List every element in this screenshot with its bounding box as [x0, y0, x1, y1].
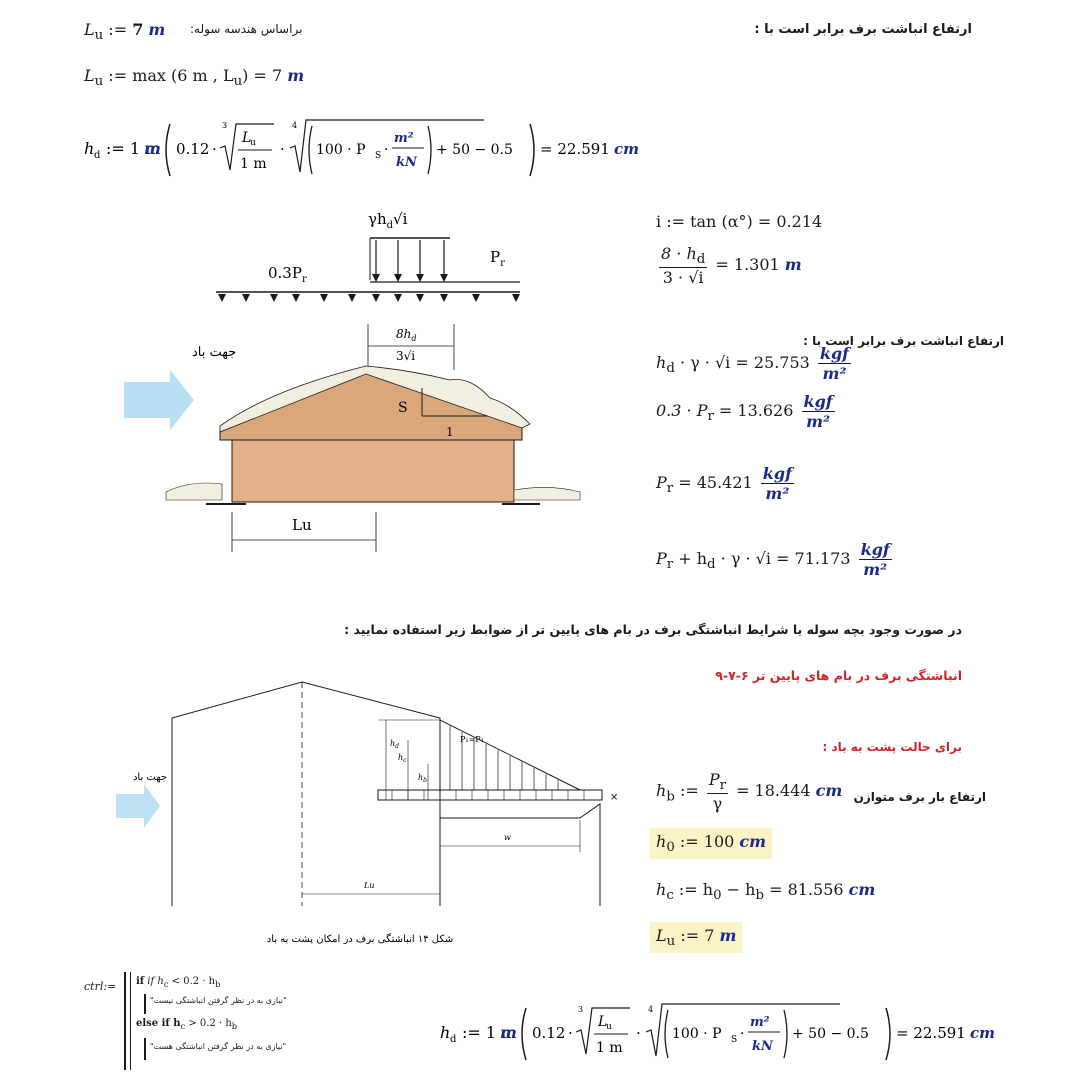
- svg-text:kN: kN: [396, 155, 418, 170]
- svg-text:S: S: [731, 1035, 737, 1045]
- lu-note: براساس هندسه سوله:: [190, 22, 303, 36]
- hb-note: ارتفاع بار برف متوازن: [853, 790, 986, 804]
- svg-text:hb: hb: [418, 773, 427, 784]
- svg-text:h: h: [440, 1023, 450, 1042]
- svg-text:u: u: [250, 138, 256, 148]
- svg-text:0.12: 0.12: [176, 140, 209, 158]
- svg-text:= 22.591: = 22.591: [540, 140, 610, 158]
- svg-text:4: 4: [292, 121, 297, 130]
- hd-formula-bottom: h d := 1 m m 0.12 · 3 L u 1 m · 4 100 · …: [440, 1000, 1000, 1070]
- hd-lhs: h: [84, 139, 94, 158]
- svg-text:1: 1: [446, 425, 454, 439]
- svg-text::= 1 m: := 1 m: [106, 139, 160, 158]
- svg-text:4: 4: [648, 1005, 653, 1014]
- svg-text:+ 50 − 0.5: + 50 − 0.5: [436, 142, 513, 158]
- right-heading: ارتفاع انباشت برف برابر است با :: [754, 22, 972, 37]
- wind-label: جهت باد: [192, 345, 236, 360]
- svg-text:m: m: [500, 1023, 517, 1042]
- svg-text:100 · P: 100 · P: [316, 142, 366, 158]
- svg-text:جهت باد: جهت باد: [133, 772, 167, 783]
- svg-text:×: ×: [610, 792, 618, 803]
- lu-definition-2: Lu := 7 m: [650, 922, 743, 954]
- svg-text:3: 3: [578, 1005, 583, 1014]
- ctrl-program: ctrl:= if if hc < 0.2 · hb "نیازی به در …: [84, 972, 374, 1072]
- svg-text:·: ·: [740, 1026, 744, 1042]
- svg-text:kN: kN: [752, 1039, 774, 1054]
- svg-text:+ 50 − 0.5: + 50 − 0.5: [792, 1026, 869, 1042]
- figure-caption: شکل ۱۴ انباشتگی برف در امکان پشت به باد: [267, 933, 454, 944]
- snow-drift-diagram: γhd√i 0.3Pr Pr 8hd 3√i جهت باد S 1: [124, 210, 581, 552]
- svg-text:w: w: [504, 833, 511, 842]
- svg-text:3√i: 3√i: [396, 349, 415, 363]
- svg-text:P₁=P₁: P₁=P₁: [460, 735, 484, 744]
- svg-text:Lu: Lu: [292, 516, 312, 534]
- hc-equation: hc := h0 − hb = 81.556 cm: [656, 880, 876, 904]
- wind-arrow-icon-2: [116, 784, 160, 828]
- svg-text:100 · P: 100 · P: [672, 1026, 722, 1042]
- svg-text::= 1 m: := 1 m: [462, 1023, 516, 1042]
- svg-text:m²: m²: [750, 1015, 770, 1030]
- svg-text:m: m: [144, 139, 161, 158]
- svg-text:S: S: [375, 151, 381, 161]
- lower-roof-instruction: در صورت وجود بچه سوله یا شرایط انباشتگی …: [344, 622, 962, 637]
- svg-text:·: ·: [280, 140, 285, 158]
- hd-formula-top: h d := 1 m m 0.12 · 3 L u 1 m · 4 100 · …: [84, 118, 644, 182]
- svg-text:d: d: [450, 1034, 457, 1045]
- i-equation: i := tan (α°) = 0.214: [656, 212, 823, 231]
- svg-text:m²: m²: [394, 131, 414, 146]
- svg-text:L: L: [241, 130, 251, 146]
- lower-roof-heading: انباشتگی برف در بام های پایین تر ۶-۷-۹: [715, 668, 962, 683]
- svg-text:·: ·: [212, 140, 217, 158]
- svg-text:3: 3: [222, 121, 227, 130]
- wind-arrow-icon: [124, 370, 194, 430]
- svg-text:·: ·: [384, 142, 388, 158]
- svg-text:Lu: Lu: [363, 881, 374, 890]
- svg-text:d: d: [94, 150, 101, 161]
- svg-text:1 m: 1 m: [240, 156, 267, 172]
- roof-snow: [219, 365, 531, 433]
- building-body: [231, 439, 515, 503]
- leeward-case-label: برای حالت پشت به باد :: [822, 740, 962, 754]
- svg-text:cm: cm: [970, 1024, 995, 1042]
- lu-max-equation: Lu := max (6 m , Lu) = 7 m: [84, 66, 305, 90]
- svg-text:hd: hd: [390, 739, 399, 750]
- svg-text:hc: hc: [398, 753, 407, 764]
- svg-text:0.12: 0.12: [532, 1024, 565, 1042]
- heading-2: ارتفاع انباشت برف برابر است با :: [803, 334, 1004, 348]
- svg-text:·: ·: [636, 1024, 641, 1042]
- svg-text:cm: cm: [614, 140, 639, 158]
- h0-definition: h0 := 100 cm: [650, 828, 773, 860]
- svg-text:1 m: 1 m: [596, 1040, 623, 1056]
- svg-text:8hd: 8hd: [396, 327, 417, 343]
- right-load-label: Pr: [490, 248, 505, 269]
- lu-definition: Lu := 7 m: [84, 20, 166, 44]
- svg-text:= 22.591: = 22.591: [896, 1024, 966, 1042]
- svg-text:L: L: [597, 1014, 607, 1030]
- drift-load-label: γhd√i: [368, 210, 408, 231]
- svg-text:·: ·: [568, 1024, 573, 1042]
- svg-text:S: S: [398, 400, 408, 416]
- lower-roof-diagram: جهت باد P₁=P₁ hd hc hb × w Lu شکل ۱۴ انب…: [116, 681, 618, 944]
- svg-text:u: u: [606, 1022, 612, 1032]
- left-load-label: 0.3Pr: [268, 264, 307, 285]
